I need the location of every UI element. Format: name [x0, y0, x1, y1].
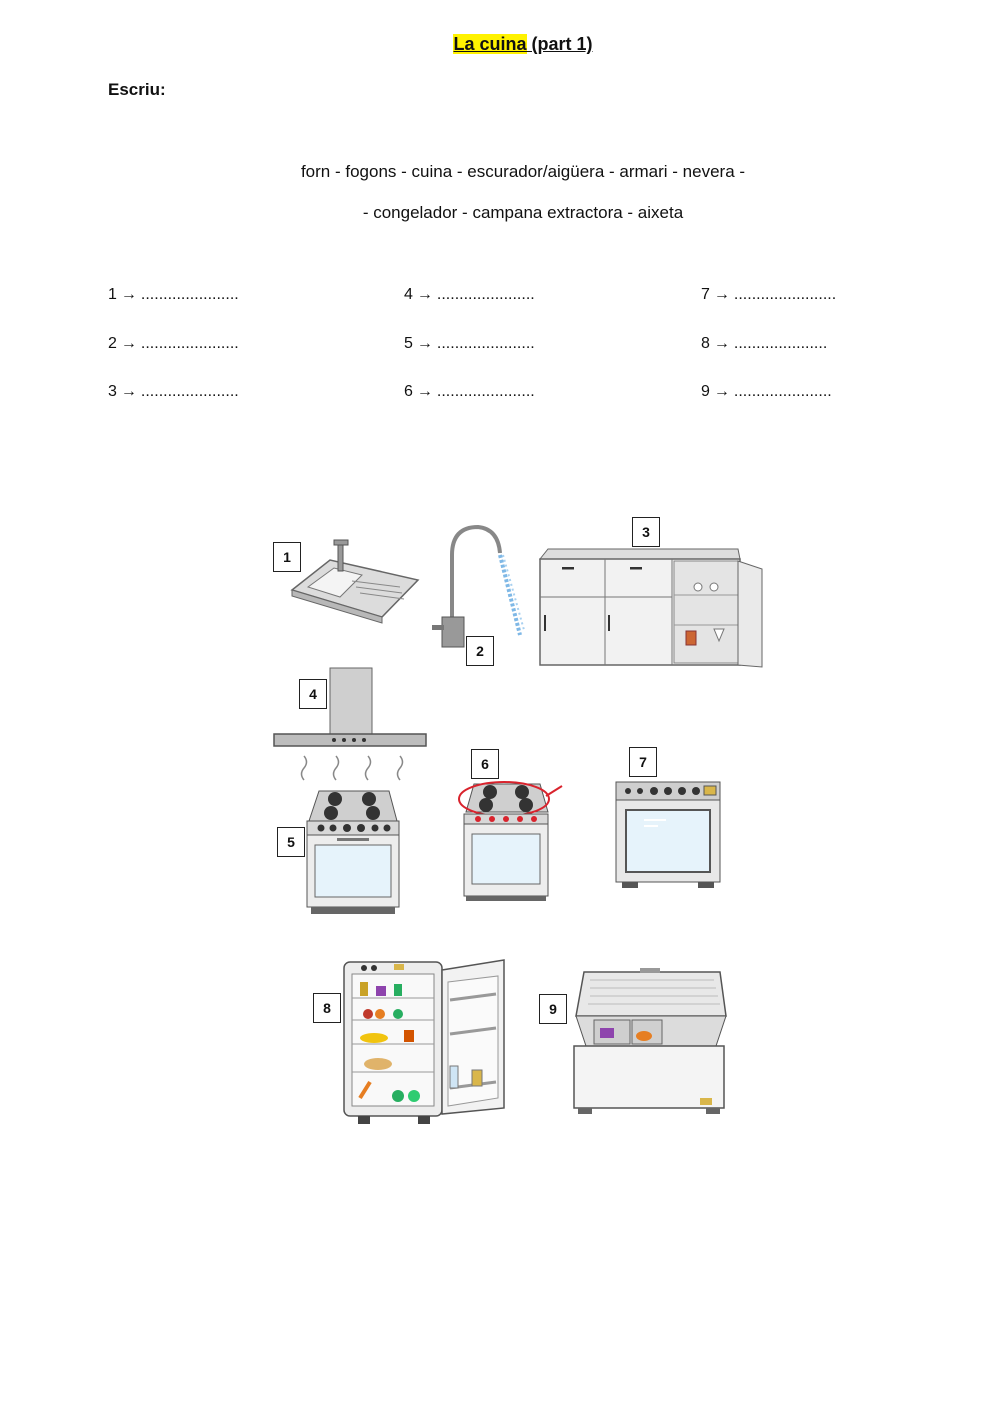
picture-label-4: 4 [299, 679, 327, 709]
oven-illustration [615, 781, 721, 888]
stove-illustration-5 [306, 790, 400, 914]
answer-line-1[interactable]: 1→...................... [108, 286, 239, 303]
arrow-icon: → [416, 286, 433, 303]
freezer-illustration [573, 968, 727, 1114]
picture-label-1: 1 [273, 542, 301, 572]
answer-line-9[interactable]: 9→...................... [701, 383, 832, 400]
arrow-icon: → [713, 383, 730, 400]
title-rest: (part 1) [526, 34, 593, 54]
title-highlight: La cuina [453, 34, 527, 54]
answer-line-3[interactable]: 3→...................... [108, 383, 239, 400]
picture-label-8: 8 [313, 993, 341, 1023]
hobs-illustration-6 [458, 781, 563, 901]
arrow-icon: → [713, 286, 730, 303]
picture-label-9: 9 [539, 994, 567, 1024]
picture-label-3: 3 [632, 517, 660, 547]
answer-line-7[interactable]: 7→....................... [701, 286, 837, 303]
answer-line-8[interactable]: 8→..................... [701, 335, 828, 352]
fridge-illustration [343, 959, 505, 1124]
arrow-icon: → [713, 335, 730, 352]
picture-label-6: 6 [471, 749, 499, 779]
extractor-hood-illustration [273, 667, 427, 781]
instruction: Escriu: [108, 80, 166, 99]
arrow-icon: → [120, 335, 137, 352]
word-bank-line-2: - congelador - campana extractora - aixe… [362, 203, 684, 222]
cupboard-illustration [538, 548, 763, 668]
answer-line-6[interactable]: 6→...................... [404, 383, 535, 400]
answer-line-2[interactable]: 2→...................... [108, 335, 239, 352]
word-bank-line-1: forn - fogons - cuina - escurador/aigüer… [300, 162, 746, 181]
worksheet-title: La cuina (part 1) [0, 34, 1000, 55]
picture-label-2: 2 [466, 636, 494, 666]
picture-label-7: 7 [629, 747, 657, 777]
sink-illustration [290, 539, 420, 624]
arrow-icon: → [416, 335, 433, 352]
arrow-icon: → [120, 383, 137, 400]
tap-illustration [432, 524, 525, 648]
arrow-icon: → [416, 383, 433, 400]
answer-line-5[interactable]: 5→...................... [404, 335, 535, 352]
answer-line-4[interactable]: 4→...................... [404, 286, 535, 303]
picture-label-5: 5 [277, 827, 305, 857]
arrow-icon: → [120, 286, 137, 303]
